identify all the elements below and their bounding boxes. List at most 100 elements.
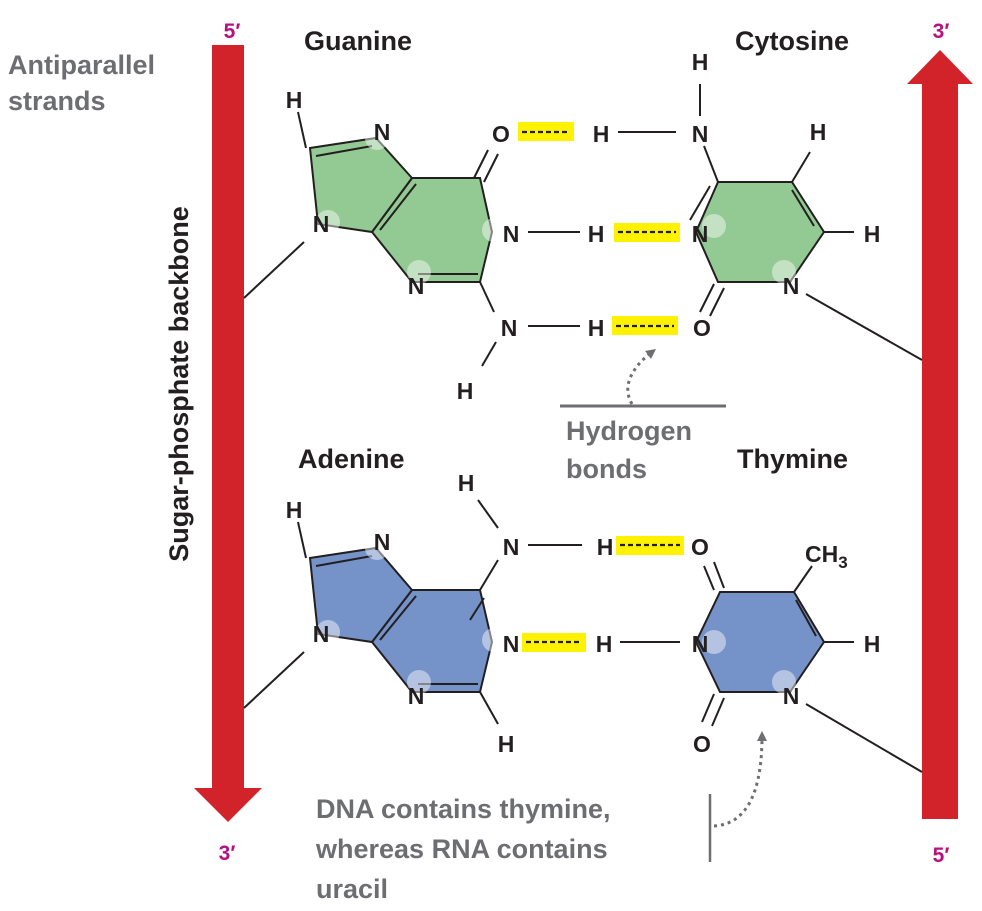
atom-h: H — [864, 631, 881, 657]
guanine-carbonyl-bond — [473, 149, 489, 179]
adenine-ch-bond — [479, 691, 499, 725]
atom-n: N — [374, 529, 391, 555]
atom-o: O — [492, 121, 510, 147]
atom-highlight — [702, 214, 726, 238]
atom-o: O — [693, 731, 711, 757]
thymine-carbonyl-bond — [711, 697, 725, 727]
atom-n: N — [692, 121, 709, 147]
right-strand-arrowhead — [907, 50, 973, 84]
guanine-sugar-link — [243, 241, 305, 299]
adenine-ch-bond — [297, 521, 307, 559]
thymine-methyl-bond — [793, 565, 813, 593]
adenine-double-bond — [379, 595, 417, 641]
atom-h: H — [692, 49, 709, 75]
thymine-sugar-link — [805, 703, 923, 773]
guanine-double-bond — [315, 145, 373, 157]
cytosine-double-bond — [689, 185, 711, 221]
thymine-carbonyl-bond — [701, 693, 715, 723]
cytosine-carbonyl-bond — [709, 287, 725, 317]
atom-h: H — [458, 470, 475, 496]
thymine-molecule: O CH3 H N N O H — [596, 534, 923, 773]
antiparallel-label-line1: Antiparallel — [8, 50, 155, 80]
guanine-h-bond-line — [297, 111, 307, 149]
gc-hydrogen-bonds — [518, 122, 680, 335]
atom-n: N — [692, 221, 709, 247]
atom-highlight — [482, 218, 506, 242]
methyl-group-label: CH3 — [805, 541, 848, 572]
adenine-double-bond — [315, 555, 373, 567]
guanine-five-ring — [308, 136, 414, 234]
adenine-sugar-link — [243, 651, 305, 709]
atom-n: N — [503, 631, 520, 657]
cytosine-double-bond — [791, 189, 815, 227]
cytosine-amine-bond — [703, 145, 719, 183]
atom-o: O — [691, 534, 709, 560]
atom-o: O — [693, 315, 711, 341]
atom-highlight — [316, 620, 340, 644]
atom-n: N — [503, 221, 520, 247]
thymine-carbonyl-bond — [713, 561, 725, 589]
thymine-pointer-arrow — [713, 731, 767, 828]
atom-h: H — [864, 221, 881, 247]
adenine-five-ring — [308, 546, 414, 644]
adenine-amine-bond — [477, 499, 499, 529]
note-line1: DNA contains thymine, — [316, 794, 611, 824]
right-backbone-bar — [922, 82, 958, 819]
atom-highlight — [365, 126, 389, 150]
left-strand: Sugar-phosphate backbone — [164, 45, 262, 822]
guanine-carbonyl-bond — [483, 153, 499, 183]
cytosine-sugar-link — [805, 293, 923, 361]
atom-highlight — [772, 260, 796, 284]
atom-h: H — [286, 87, 303, 113]
atom-n: N — [374, 119, 391, 145]
thymine-carbonyl-bond — [703, 565, 715, 591]
atom-n: N — [313, 621, 330, 647]
note-line3: uracil — [316, 874, 388, 904]
atom-n: N — [408, 683, 425, 709]
atom-n: N — [692, 631, 709, 657]
atom-n: N — [503, 534, 520, 560]
atom-highlight — [365, 536, 389, 560]
cytosine-label: Cytosine — [735, 26, 849, 56]
thymine-double-bond — [795, 599, 817, 637]
left-strand-5-prime-label: 5′ — [224, 20, 241, 43]
atom-h: H — [588, 315, 605, 341]
atom-h: H — [588, 221, 605, 247]
atom-h: H — [457, 378, 474, 404]
adenine-amine-bond — [479, 559, 499, 591]
atom-highlight — [702, 630, 726, 654]
guanine-label: Guanine — [304, 26, 412, 56]
atom-highlight — [316, 210, 340, 234]
atom-n: N — [408, 273, 425, 299]
atom-highlight — [482, 628, 506, 652]
atom-n: N — [501, 315, 518, 341]
left-strand-3-prime-label: 3′ — [219, 842, 236, 865]
atom-h: H — [286, 497, 303, 523]
atom-highlight — [772, 670, 796, 694]
methyl-subscript: 3 — [838, 553, 847, 572]
left-backbone-bar — [212, 45, 244, 790]
adenine-molecule: H N N N N H N H H — [243, 470, 614, 757]
atom-h: H — [810, 119, 827, 145]
hydrogen-pointer-arrow — [626, 348, 656, 405]
adenine-double-bond — [469, 597, 485, 621]
adenine-label: Adenine — [298, 444, 405, 474]
atom-highlight — [407, 670, 431, 694]
atom-h: H — [596, 631, 613, 657]
thymine-label: Thymine — [737, 444, 848, 474]
atom-h: H — [498, 731, 515, 757]
guanine-molecule: H N N N N O N H H H — [243, 87, 605, 404]
atom-h: H — [597, 534, 614, 560]
hydrogen-bond-highlight — [616, 536, 684, 555]
right-strand — [907, 50, 973, 819]
methyl-ch: CH — [805, 541, 838, 567]
note-line2: whereas RNA contains — [315, 834, 608, 864]
at-hydrogen-bonds — [522, 536, 684, 652]
hydrogen-label-line1: Hydrogen — [566, 416, 692, 446]
cytosine-molecule: H N H N H N O H — [593, 49, 923, 361]
atom-n: N — [783, 273, 800, 299]
right-strand-5-prime-label: 5′ — [933, 844, 950, 867]
atom-n: N — [313, 211, 330, 237]
atom-highlight — [407, 260, 431, 284]
